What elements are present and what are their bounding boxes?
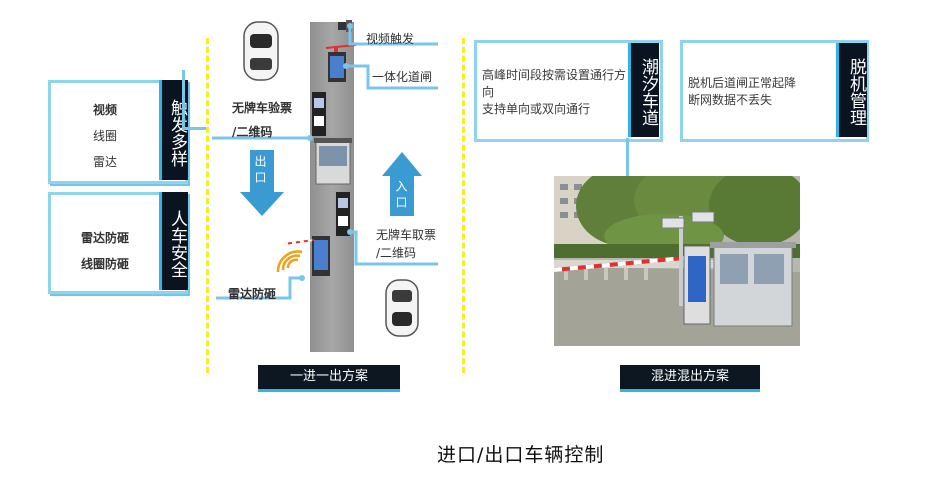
radar-wave-icon	[276, 250, 303, 273]
offline-tab-label: 脱机管理	[846, 58, 866, 126]
safety-tab: 人车安全	[159, 192, 188, 290]
safety-item-loop: 线圈防砸	[80, 257, 129, 271]
label-no-plate-take: 无牌车取票 /二维码	[376, 228, 437, 260]
tide-tab-label: 潮汐车道	[638, 58, 658, 126]
offline-text: 脱机后道闸正常起降 断网数据不丢失	[688, 76, 797, 107]
footer-title: 进口/出口车辆控制	[437, 444, 605, 466]
safety-item-radar: 雷达防砸	[80, 231, 129, 245]
safety-tab-label: 人车安全	[167, 210, 187, 278]
label-radar-anti: 雷达防砸	[228, 287, 277, 301]
entry-arrow-icon	[382, 152, 422, 216]
entry-arrow-label: 入口	[394, 180, 408, 212]
kiosk-bottom-icon	[336, 192, 350, 236]
barrier-top-icon	[325, 44, 357, 82]
photo-caption: 混进混出方案	[620, 365, 760, 392]
connector-trigger-vert	[182, 70, 185, 130]
divider-left	[206, 38, 209, 373]
connector-lines	[212, 26, 438, 300]
divider-mid	[462, 38, 465, 373]
booth-icon	[314, 138, 352, 185]
barrier-bottom-icon	[283, 236, 330, 276]
label-integrated-gate: 一体化道闸	[372, 70, 433, 84]
trigger-card: 视频 线圈 雷达 触发多样	[48, 80, 188, 184]
car-bottom-icon	[385, 279, 419, 337]
safety-card: 雷达防砸 线圈防砸 人车安全	[48, 192, 188, 294]
trigger-item-video: 视频	[92, 103, 117, 117]
offline-tab: 脱机管理	[836, 43, 867, 137]
exit-arrow-label: 出口	[253, 155, 267, 187]
car-top-icon	[243, 21, 279, 81]
trigger-item-loop: 线圈	[92, 129, 117, 143]
lane-diagram	[212, 20, 438, 352]
connector-trigger	[182, 127, 206, 130]
tide-text: 高峰时间段按需设置通行方向 支持单向或双向通行	[482, 68, 627, 116]
exit-arrow-icon	[240, 150, 284, 216]
kiosk-top-icon	[312, 92, 326, 136]
safety-items: 雷达防砸 线圈防砸	[51, 225, 159, 277]
label-video-trigger: 视频触发	[366, 32, 415, 46]
parking-photo	[554, 176, 800, 346]
label-no-plate-check: 无牌车验票 /二维码	[232, 101, 293, 139]
tide-tab: 潮汐车道	[628, 43, 659, 137]
trigger-items: 视频 线圈 雷达	[51, 97, 159, 175]
trigger-tab: 触发多样	[159, 80, 188, 180]
offline-card: 脱机后道闸正常起降 断网数据不丢失 脱机管理	[680, 40, 869, 142]
tide-card: 高峰时间段按需设置通行方向 支持单向或双向通行 潮汐车道	[474, 40, 663, 142]
lane-caption: 一进一出方案	[258, 365, 400, 392]
trigger-item-radar: 雷达	[92, 155, 117, 169]
